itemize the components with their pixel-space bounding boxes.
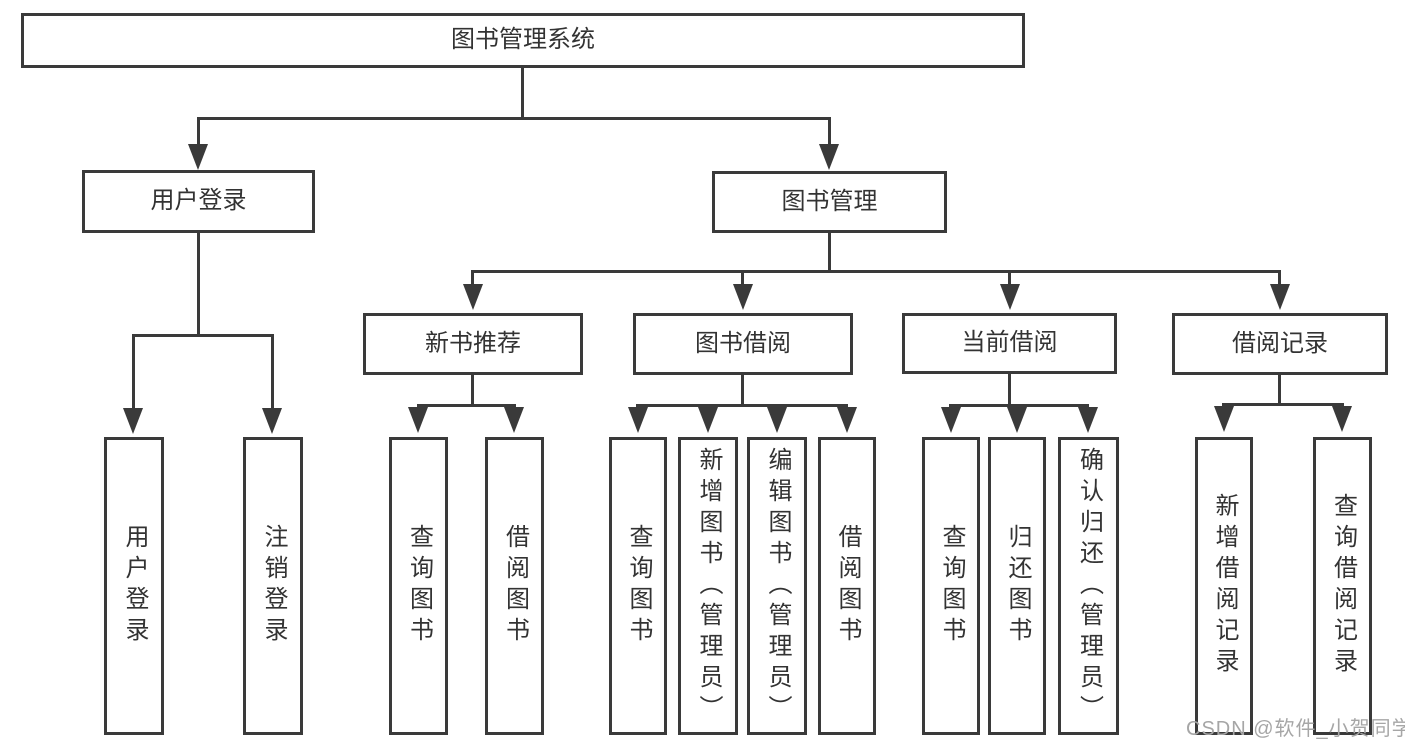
arrowhead-leaf-user-login (123, 408, 143, 434)
leaf-records-query-record: 查询借阅记录 (1313, 437, 1372, 735)
leaf-current-confirm-return-admin-label: 确认归还（管理员） (1075, 446, 1103, 726)
arrowhead-book-borrow (733, 284, 753, 310)
node-library-system: 图书管理系统 (21, 13, 1025, 68)
connector-new-book-recommend-hline (417, 404, 516, 407)
arrowhead-user-login (188, 144, 208, 170)
node-user-login: 用户登录 (82, 170, 315, 233)
node-new-book-recommend: 新书推荐 (363, 313, 583, 375)
arrowhead-current-query-books (941, 407, 961, 433)
connector-current-borrow-hline (949, 404, 1089, 407)
connector-book-borrow-stub (741, 270, 744, 286)
leaf-user-login: 用户登录 (104, 437, 164, 735)
arrowhead-borrow-edit-books (767, 407, 787, 433)
connector-borrow-records-stem (1278, 373, 1281, 406)
connector-book-management-stem (828, 231, 831, 273)
watermark: CSDN @软件_小贺同学 (1186, 718, 1405, 740)
node-borrow-records-label: 借阅记录 (1232, 329, 1328, 357)
node-book-borrow: 图书借阅 (633, 313, 853, 375)
arrowhead-current-confirm-return (1078, 407, 1098, 433)
arrowhead-recommend-borrow-books (504, 407, 524, 433)
leaf-logout: 注销登录 (243, 437, 303, 735)
leaf-current-query-books-label: 查询图书 (938, 524, 965, 648)
leaf-user-login-label: 用户登录 (121, 524, 148, 648)
leaf-recommend-borrow-books-label: 借阅图书 (501, 524, 529, 648)
leaf-borrow-borrow-books-label: 借阅图书 (834, 524, 861, 648)
connector-book-management-stub (828, 117, 831, 147)
leaf-borrow-add-books-admin: 新增图书（管理员） (678, 437, 738, 735)
leaf-borrow-borrow-books: 借阅图书 (818, 437, 876, 735)
leaf-current-confirm-return-admin: 确认归还（管理员） (1058, 437, 1119, 735)
connector-user-login-stem (197, 231, 200, 337)
arrowhead-borrow-borrow-books (837, 407, 857, 433)
leaf-records-query-record-label: 查询借阅记录 (1329, 493, 1357, 679)
leaf-recommend-query-books-label: 查询图书 (405, 524, 433, 648)
connector-new-book-recommend-stem (471, 373, 474, 407)
leaf-borrow-edit-books-admin: 编辑图书（管理员） (747, 437, 807, 735)
connector-leaf-user-login-stub (132, 334, 135, 410)
node-current-borrow-label: 当前借阅 (961, 329, 1058, 357)
connector-user-login-stub (197, 117, 200, 147)
connector-borrow-records-stub (1278, 270, 1281, 286)
arrowhead-borrow-add-books (698, 407, 718, 433)
arrowhead-leaf-logout (262, 408, 282, 434)
leaf-recommend-query-books: 查询图书 (389, 437, 448, 735)
node-book-borrow-label: 图书借阅 (695, 329, 791, 357)
connector-user-login-hline (132, 334, 274, 337)
arrowhead-recommend-query-books (408, 407, 428, 433)
connector-leaf-logout-stub (271, 334, 274, 410)
arrowhead-records-add-record (1214, 406, 1234, 432)
leaf-current-return-books: 归还图书 (988, 437, 1046, 735)
node-book-management: 图书管理 (712, 171, 947, 233)
leaf-borrow-edit-books-admin-label: 编辑图书（管理员） (764, 446, 791, 726)
node-user-login-label: 用户登录 (150, 187, 247, 215)
leaf-logout-label: 注销登录 (260, 524, 287, 648)
node-new-book-recommend-label: 新书推荐 (425, 329, 521, 357)
leaf-records-add-record: 新增借阅记录 (1195, 437, 1253, 735)
node-library-system-label: 图书管理系统 (451, 26, 595, 54)
arrowhead-current-borrow (1000, 284, 1020, 310)
leaf-records-add-record-label: 新增借阅记录 (1211, 493, 1238, 679)
node-current-borrow: 当前借阅 (902, 313, 1117, 374)
leaf-current-return-books-label: 归还图书 (1004, 524, 1031, 648)
arrowhead-records-query-record (1332, 406, 1352, 432)
node-borrow-records: 借阅记录 (1172, 313, 1388, 375)
leaf-recommend-borrow-books: 借阅图书 (485, 437, 544, 735)
arrowhead-borrow-query-books (628, 407, 648, 433)
arrowhead-borrow-records (1270, 284, 1290, 310)
leaf-current-query-books: 查询图书 (922, 437, 980, 735)
arrowhead-current-return-books (1007, 407, 1027, 433)
connector-current-borrow-stem (1008, 372, 1011, 407)
leaf-borrow-add-books-admin-label: 新增图书（管理员） (695, 446, 722, 726)
connector-book-borrow-stem (741, 373, 744, 407)
connector-root-stem (521, 67, 524, 119)
connector-book-borrow-hline (636, 404, 848, 407)
leaf-borrow-query-books: 查询图书 (609, 437, 667, 735)
connector-new-book-recommend-stub (471, 270, 474, 286)
node-book-management-label: 图书管理 (781, 187, 878, 215)
arrowhead-new-book-recommend (463, 284, 483, 310)
connector-book-management-hline (471, 270, 1281, 273)
connector-borrow-records-hline (1222, 403, 1344, 406)
connector-root-hline (197, 117, 831, 120)
arrowhead-book-management (819, 144, 839, 170)
leaf-borrow-query-books-label: 查询图书 (625, 524, 652, 648)
connector-current-borrow-stub (1008, 270, 1011, 286)
